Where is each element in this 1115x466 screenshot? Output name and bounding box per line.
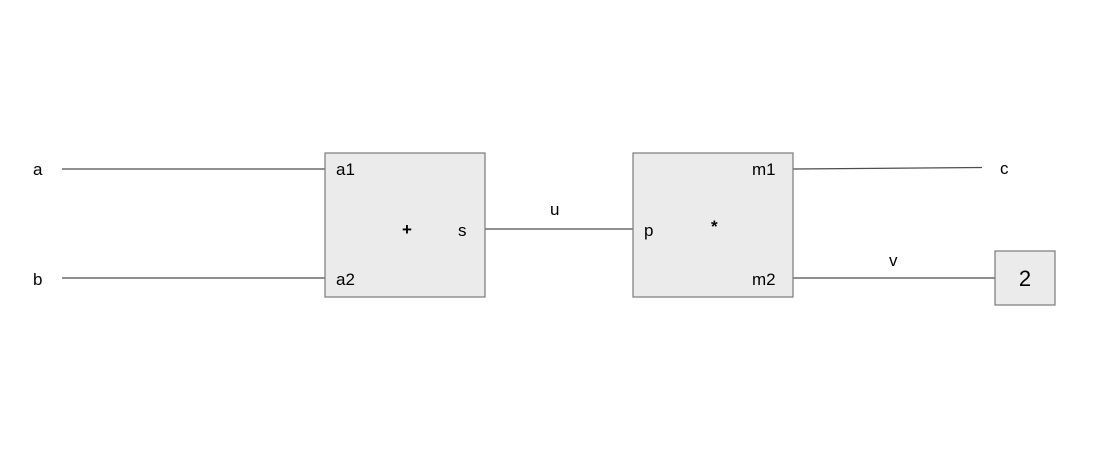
adder-operator: + bbox=[402, 220, 412, 239]
adder-port-a2: a2 bbox=[336, 270, 355, 289]
constant-box bbox=[994, 250, 1056, 306]
multiplier-operator: * bbox=[711, 217, 718, 236]
constant-block[interactable]: 2 bbox=[994, 250, 1056, 306]
multiplier-port-m2: m2 bbox=[752, 270, 776, 289]
wire-m1-to-c bbox=[792, 166, 983, 170]
adder-port-s: s bbox=[458, 221, 467, 240]
output-label-c: c bbox=[1000, 159, 1009, 178]
multiplier-block[interactable]: p m1 m2 * bbox=[632, 152, 794, 298]
adder-block[interactable]: a1 a2 s + bbox=[324, 152, 486, 298]
adder-box bbox=[324, 152, 486, 298]
multiplier-port-m1: m1 bbox=[752, 160, 776, 179]
input-label-a: a bbox=[33, 160, 43, 179]
multiplier-port-p: p bbox=[644, 221, 653, 240]
multiplier-box bbox=[632, 152, 794, 298]
wire-label-u: u bbox=[550, 200, 559, 219]
constant-value: 2 bbox=[1019, 266, 1031, 291]
wire-label-v: v bbox=[889, 251, 898, 270]
input-label-b: b bbox=[33, 270, 42, 289]
adder-port-a1: a1 bbox=[336, 160, 355, 179]
